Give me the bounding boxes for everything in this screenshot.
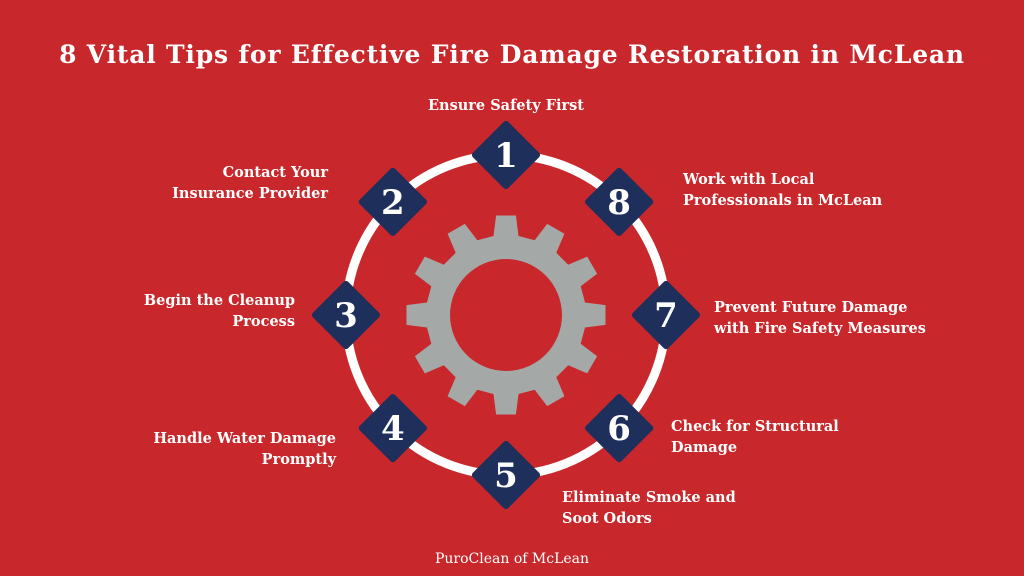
tip-1-label: Ensure Safety First [406, 95, 606, 116]
tip-4-label: Handle Water Damage Promptly [136, 428, 336, 470]
tip-3-badge: 3 [311, 280, 381, 350]
tip-8-line-2: Professionals in McLean [683, 192, 883, 209]
tip-7-line-1: Prevent Future Damage [714, 299, 908, 316]
tip-7-line-2: with Fire Safety Measures [714, 320, 926, 337]
tip-6-line-2: Damage [671, 439, 738, 456]
footer-brand: PuroClean of McLean [434, 551, 590, 567]
badge-number: 1 [494, 136, 518, 176]
tip-2-line-2: Insurance Provider [172, 185, 328, 202]
tip-7-badge: 7 [631, 280, 701, 350]
badge-number: 4 [381, 409, 405, 449]
badge-number: 7 [654, 296, 678, 336]
badge-diamond [471, 120, 541, 190]
badge-diamond [311, 280, 381, 350]
badge-diamond [471, 440, 541, 510]
tip-8-line-1: Work with Local [683, 171, 815, 188]
tip-2-label: Contact Your Insurance Provider [128, 162, 328, 204]
tip-6-label: Check for Structural Damage [671, 416, 891, 458]
tip-8-badge: 8 [585, 167, 654, 236]
diagram-title: 8 Vital Tips for Effective Fire Damage R… [59, 40, 965, 69]
tip-3-line-2: Process [232, 313, 295, 330]
tip-5-line-2: Soot Odors [562, 510, 652, 527]
gear-icon [406, 215, 606, 415]
badge-number: 5 [494, 456, 518, 496]
tip-1-line-1: Ensure Safety First [427, 97, 585, 114]
badge-diamond [585, 394, 654, 463]
tip-3-label: Begin the Cleanup Process [95, 290, 295, 332]
tip-1-badge: 1 [471, 120, 541, 190]
tip-4-line-2: Promptly [261, 451, 336, 468]
badge-diamond [631, 280, 701, 350]
tip-4-badge: 4 [358, 394, 427, 463]
badge-diamond [585, 167, 654, 236]
tip-3-line-1: Begin the Cleanup [143, 292, 295, 309]
tip-5-badge: 5 [471, 440, 541, 510]
badge-number: 6 [607, 409, 631, 449]
tip-5-label: Eliminate Smoke and Soot Odors [562, 487, 782, 529]
tip-8-label: Work with Local Professionals in McLean [683, 169, 923, 211]
badge-number: 2 [381, 183, 405, 223]
badge-diamond [358, 394, 427, 463]
tip-2-badge: 2 [358, 167, 427, 236]
tip-6-badge: 6 [585, 394, 654, 463]
badge-number: 3 [334, 296, 358, 336]
tip-5-line-1: Eliminate Smoke and [562, 489, 736, 506]
tip-4-line-1: Handle Water Damage [153, 430, 336, 447]
badge-number: 8 [607, 183, 631, 223]
badge-diamond [358, 167, 427, 236]
tip-6-line-1: Check for Structural [671, 418, 839, 435]
tip-7-label: Prevent Future Damage with Fire Safety M… [714, 297, 974, 339]
tip-2-line-1: Contact Your [222, 164, 328, 181]
